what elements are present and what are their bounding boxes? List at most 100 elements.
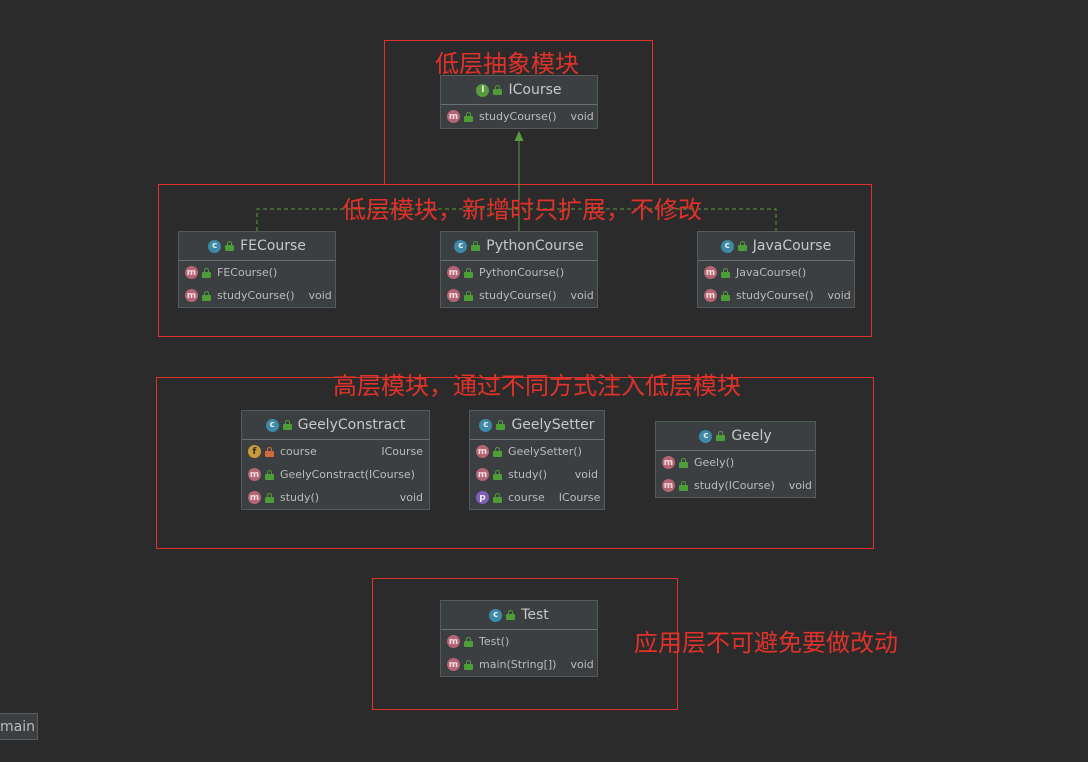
member-name: GeelySetter() — [508, 445, 582, 458]
class-name: JavaCourse — [752, 238, 832, 254]
javacourse-class-box[interactable]: c JavaCourse m JavaCourse() m studyCours… — [697, 231, 855, 308]
member-type: void — [570, 110, 594, 123]
class-header[interactable]: c Test — [441, 601, 597, 630]
member-row[interactable]: m Test() — [441, 630, 597, 653]
member-name: studyCourse() — [217, 289, 295, 302]
member-row[interactable]: f course ICourse — [242, 440, 429, 463]
property-icon: p — [476, 491, 489, 504]
member-name: main(String[]) — [479, 658, 557, 671]
class-icon: c — [720, 239, 734, 253]
member-type: void — [570, 658, 594, 671]
member-row[interactable]: m studyCourse() void — [441, 105, 597, 128]
public-icon — [493, 446, 502, 457]
method-icon: m — [447, 266, 460, 279]
main-tab[interactable]: main — [0, 713, 38, 740]
public-icon — [496, 420, 506, 430]
private-icon — [265, 446, 274, 457]
high-layer-label: 高层模块，通过不同方式注入低层模块 — [333, 372, 741, 400]
public-icon — [464, 111, 473, 122]
class-header[interactable]: c JavaCourse — [698, 232, 854, 261]
geelyconstract-class-box[interactable]: c GeelyConstract f course ICourse m Geel… — [241, 410, 430, 510]
geely-class-box[interactable]: c Geely m Geely() m study(ICourse) void — [655, 421, 816, 498]
pythoncourse-class-box[interactable]: c PythonCourse m PythonCourse() m studyC… — [440, 231, 598, 308]
member-name: study(ICourse) — [694, 479, 775, 492]
edge-arrowhead — [514, 131, 524, 141]
method-icon: m — [476, 445, 489, 458]
method-icon: m — [476, 468, 489, 481]
public-icon — [282, 420, 292, 430]
member-row[interactable]: m studyCourse() void — [698, 284, 854, 307]
geelysetter-class-box[interactable]: c GeelySetter m GeelySetter() m study() … — [469, 410, 605, 510]
member-type: ICourse — [381, 445, 423, 458]
test-class-box[interactable]: c Test m Test() m main(String[]) void — [440, 600, 598, 677]
public-icon — [464, 636, 473, 647]
public-icon — [464, 290, 473, 301]
member-row[interactable]: m study(ICourse) void — [656, 474, 815, 497]
fecourse-class-box[interactable]: c FECourse m FECourse() m studyCourse() … — [178, 231, 336, 308]
icourse-class-box[interactable]: I ICourse m studyCourse() void — [440, 75, 598, 129]
member-name: studyCourse() — [736, 289, 814, 302]
class-header[interactable]: c GeelyConstract — [242, 411, 429, 440]
public-icon — [202, 267, 211, 278]
member-row[interactable]: m studyCourse() void — [441, 284, 597, 307]
member-type: void — [308, 289, 332, 302]
member-name: Test() — [479, 635, 510, 648]
class-name: GeelySetter — [511, 417, 595, 433]
member-name: PythonCourse() — [479, 266, 565, 279]
member-name: JavaCourse() — [736, 266, 807, 279]
app-layer-frame — [372, 578, 678, 710]
member-name: course — [280, 445, 317, 458]
low-layer-frame — [158, 184, 872, 337]
member-row[interactable]: m main(String[]) void — [441, 653, 597, 676]
class-header[interactable]: c GeelySetter — [470, 411, 604, 440]
class-name: Test — [521, 607, 549, 623]
class-header[interactable]: I ICourse — [441, 76, 597, 105]
class-name: FECourse — [240, 238, 306, 254]
method-icon: m — [185, 289, 198, 302]
interface-icon: I — [476, 83, 490, 97]
class-name: GeelyConstract — [297, 417, 406, 433]
method-icon: m — [185, 266, 198, 279]
class-header[interactable]: c PythonCourse — [441, 232, 597, 261]
member-row[interactable]: m FECourse() — [179, 261, 335, 284]
public-icon — [679, 480, 688, 491]
member-row[interactable]: m GeelyConstract(ICourse) — [242, 463, 429, 486]
member-row[interactable]: m study() void — [470, 463, 604, 486]
member-row[interactable]: m study() void — [242, 486, 429, 509]
public-icon — [471, 241, 481, 251]
app-layer-label: 应用层不可避免要做改动 — [634, 629, 898, 657]
member-name: FECourse() — [217, 266, 278, 279]
method-icon: m — [447, 289, 460, 302]
member-row[interactable]: p course ICourse — [470, 486, 604, 509]
member-type: ICourse — [558, 491, 601, 504]
member-name: studyCourse() — [479, 110, 557, 123]
class-icon: c — [479, 418, 493, 432]
member-row[interactable]: m studyCourse() void — [179, 284, 335, 307]
low-layer-label: 低层模块，新增时只扩展，不修改 — [342, 196, 702, 224]
class-name: ICourse — [508, 82, 562, 98]
main-tab-label: main — [0, 718, 35, 735]
member-type: void — [827, 289, 851, 302]
public-icon — [721, 267, 730, 278]
member-row[interactable]: m PythonCourse() — [441, 261, 597, 284]
class-icon: c — [699, 429, 713, 443]
public-icon — [493, 492, 502, 503]
method-icon: m — [447, 658, 460, 671]
member-row[interactable]: m JavaCourse() — [698, 261, 854, 284]
class-header[interactable]: c FECourse — [179, 232, 335, 261]
member-name: course — [508, 491, 545, 504]
class-name: Geely — [731, 428, 772, 444]
class-icon: c — [265, 418, 279, 432]
member-type: void — [574, 468, 598, 481]
member-name: study() — [280, 491, 320, 504]
class-header[interactable]: c Geely — [656, 422, 815, 451]
public-icon — [493, 469, 502, 480]
member-name: GeelyConstract(ICourse) — [280, 468, 415, 481]
public-icon — [265, 469, 274, 480]
class-name: PythonCourse — [486, 238, 584, 254]
method-icon: m — [447, 635, 460, 648]
member-row[interactable]: m GeelySetter() — [470, 440, 604, 463]
field-icon: f — [248, 445, 261, 458]
member-row[interactable]: m Geely() — [656, 451, 815, 474]
